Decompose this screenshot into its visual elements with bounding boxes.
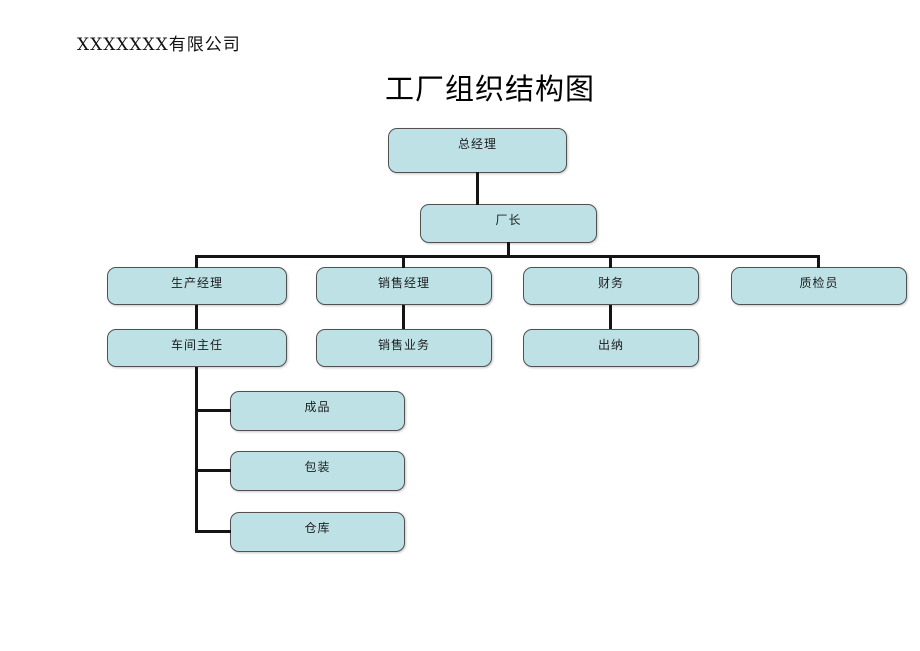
connector-finance-to-cashier [609, 305, 612, 329]
connector-bus-horizontal [196, 255, 820, 258]
node-production-manager: 生产经理 [107, 267, 287, 305]
node-finance: 财务 [523, 267, 699, 305]
company-name: XXXXXXX有限公司 [77, 35, 241, 55]
node-warehouse: 仓库 [230, 512, 405, 552]
node-workshop-director: 车间主任 [107, 329, 287, 367]
connector-production-to-workshop [195, 305, 198, 329]
node-general-manager: 总经理 [388, 128, 567, 173]
connector-bus-to-sales-manager [402, 255, 405, 268]
node-sales-business: 销售业务 [316, 329, 492, 367]
node-quality-inspector: 质检员 [731, 267, 907, 305]
connector-bus-to-quality-inspector [817, 255, 820, 268]
connector-trunk-to-finished-goods [195, 409, 231, 412]
connector-bus-to-finance [609, 255, 612, 268]
node-finished-goods: 成品 [230, 391, 405, 431]
connector-gm-to-director [476, 172, 479, 205]
connector-trunk-to-warehouse [195, 530, 231, 533]
node-factory-director: 厂长 [420, 204, 597, 243]
connector-salesmgr-to-salesbiz [402, 305, 405, 329]
page-title: 工厂组织结构图 [384, 72, 595, 106]
connector-bus-to-production-manager [195, 255, 198, 268]
connector-workshop-trunk [195, 367, 198, 533]
connector-trunk-to-packaging [195, 469, 231, 472]
connector-director-to-bus [507, 242, 510, 257]
node-sales-manager: 销售经理 [316, 267, 492, 305]
node-cashier: 出纳 [523, 329, 699, 367]
node-packaging: 包装 [230, 451, 405, 491]
